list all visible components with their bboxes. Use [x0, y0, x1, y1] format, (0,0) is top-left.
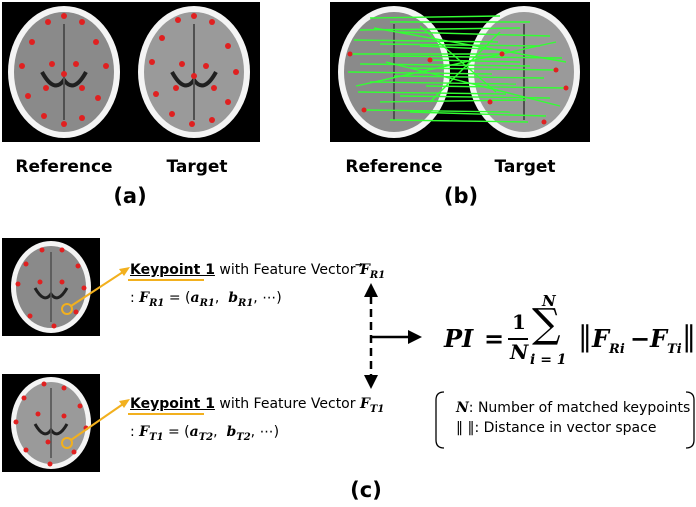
legend-n-line: N: Number of matched keypoints [456, 400, 690, 416]
target-brain-scan-b [468, 6, 580, 138]
target-vector-lhs: FT1 [139, 424, 164, 443]
legend-norm-line: ‖ ‖: Distance in vector space [456, 420, 656, 436]
keypoint-pointer-bottom [61, 399, 204, 449]
panel-b-matched-scans [338, 6, 580, 138]
target-vector-definition: : FT1 = (aT2, bT2, ⋯) [130, 424, 280, 443]
panel-b-reference-label: Reference [345, 157, 443, 177]
panel-c-target-thumbnail [2, 374, 100, 472]
reference-component-a: aR1 [190, 290, 215, 309]
match-lines [347, 15, 567, 123]
comparison-arrows [364, 283, 422, 389]
formula-lhs: PI [444, 324, 474, 353]
panel-b-caption: (b) [443, 184, 479, 208]
panel-a-image [2, 2, 260, 142]
formula-norm-close: ‖ [682, 320, 696, 353]
target-keypoint-label: Keypoint 1 [130, 396, 215, 412]
pi-formula: PI = 1 N N ∑ i = 1 ‖ FRi − FTi ‖ [444, 292, 696, 378]
formula-norm-open: ‖ [578, 320, 592, 353]
formula-equals: = [484, 324, 505, 353]
panel-c-reference-thumbnail [2, 238, 100, 336]
target-component-b: bT2 [226, 424, 251, 443]
target-keypoint-heading: Keypoint 1 with Feature Vector FT1 [130, 396, 384, 415]
panel-b-target-label: Target [494, 157, 556, 177]
legend-n-symbol: N [456, 400, 469, 416]
legend-bracket [435, 391, 695, 449]
formula-sum-upper-limit: N [542, 292, 556, 310]
panel-a-brain-scans [8, 6, 250, 138]
panel-a-reference-label: Reference [15, 157, 113, 177]
formula-fraction-bar [508, 338, 528, 340]
target-with-text: with Feature Vector [214, 396, 360, 412]
formula-sum-lower-limit: i = 1 [530, 352, 567, 368]
reference-vector-lhs: FR1 [139, 290, 165, 309]
legend-n-text: : Number of matched keypoints [468, 400, 691, 416]
formula-minus: − [630, 324, 651, 353]
formula-fraction-numerator: 1 [512, 310, 526, 334]
target-vector-symbol: FT1 [359, 396, 385, 415]
target-brain-scan-a [138, 6, 250, 138]
keypoint-pointer-top [61, 267, 204, 315]
panel-a-target-label: Target [166, 157, 228, 177]
legend-norm-text: : Distance in vector space [474, 420, 657, 436]
reference-vector-symbol: ⃗FR1 [359, 262, 386, 281]
reference-keypoint-heading: Keypoint 1 with Feature Vector ⃗FR1 [130, 262, 385, 281]
reference-component-b: bR1 [228, 290, 254, 309]
reference-brain-scan-a [8, 6, 120, 138]
panel-b-image [330, 2, 590, 142]
reference-keypoint-label: Keypoint 1 [130, 262, 215, 278]
formula-fraction-denominator: N [510, 340, 529, 364]
reference-vector-definition: : FR1 = (aR1, bR1, ⋯) [130, 290, 282, 309]
target-component-a: aT2 [189, 424, 214, 443]
formula-vector-ft: FTi [650, 324, 682, 357]
reference-with-text: with Feature Vector [214, 262, 360, 278]
panel-c-caption: (c) [350, 478, 382, 502]
legend-norm-symbol: ‖ ‖ [456, 420, 475, 436]
panel-a-caption: (a) [113, 184, 147, 208]
formula-vector-fr: FRi [592, 324, 625, 357]
formula-sum-symbol: ∑ [532, 301, 561, 347]
